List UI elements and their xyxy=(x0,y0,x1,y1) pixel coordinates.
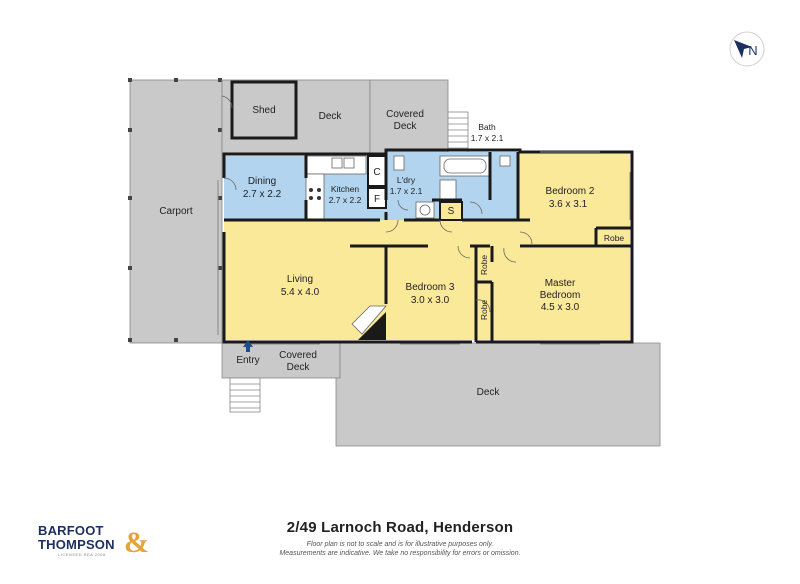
laundry-label: L'dry xyxy=(397,175,416,185)
hall-area xyxy=(386,220,520,248)
cooktop-icon xyxy=(309,188,321,200)
kitchen-bench-side xyxy=(305,173,325,221)
living-area xyxy=(224,220,520,340)
cupboard-c-label: C xyxy=(373,167,380,178)
washer-drum-icon xyxy=(419,204,431,216)
tub-inner xyxy=(443,158,487,174)
bedroom3-label: Bedroom 3 xyxy=(406,282,455,293)
tub-tap xyxy=(393,155,405,171)
kitchen-dimensions: 2.7 x 2.2 xyxy=(329,195,362,205)
covered-deck-top-label-1: Covered xyxy=(386,109,424,120)
deck-top-label: Deck xyxy=(319,111,343,122)
door-swings xyxy=(221,95,533,313)
walls xyxy=(222,148,634,344)
kitchen-bench xyxy=(305,155,367,175)
entry-arrow-icon xyxy=(243,340,253,352)
disclaimer-line-2: Measurements are indicative. We take no … xyxy=(279,550,521,557)
master-label-2: Bedroom xyxy=(540,290,581,301)
property-address: 2/49 Larnoch Road, Henderson xyxy=(286,519,514,536)
dining-area xyxy=(224,156,306,220)
master-dimensions: 4.5 x 3.0 xyxy=(541,302,580,313)
sink-icon xyxy=(331,157,355,169)
kitchen-label: Kitchen xyxy=(331,184,360,194)
brand-tagline: LICENSED REA 2008 xyxy=(58,552,106,557)
brand-logo: BARFOOT THOMPSON & LICENSED REA 2008 xyxy=(38,524,158,564)
brand-line2: THOMPSON xyxy=(38,537,115,552)
carport-posts xyxy=(128,78,222,342)
bedroom2-label: Bedroom 2 xyxy=(546,186,595,197)
storage-s-label: S xyxy=(448,206,455,217)
brand-line1: BARFOOT xyxy=(38,523,104,538)
storage-s-box xyxy=(439,201,463,221)
master-label-1: Master xyxy=(545,278,576,289)
fridge-f-label: F xyxy=(374,194,380,205)
deck-bottom-label: Deck xyxy=(477,387,501,398)
covered-deck-top-area xyxy=(369,79,449,155)
brand-ampersand: & xyxy=(124,526,149,559)
dining-label: Dining xyxy=(248,176,276,187)
robe-master-label: Robe xyxy=(479,300,489,321)
bedroom2-area xyxy=(518,152,630,246)
shed-area xyxy=(232,82,296,138)
shed-walls xyxy=(230,80,298,140)
bath-label: Bath xyxy=(478,122,496,132)
shed-label: Shed xyxy=(252,105,275,116)
windows xyxy=(217,151,631,345)
steps-top xyxy=(447,111,469,155)
covered-deck-top-label-2: Deck xyxy=(394,121,418,132)
bedroom3-dimensions: 3.0 x 3.0 xyxy=(411,295,450,306)
covered-deck-entry-label-2: Deck xyxy=(287,362,311,373)
entry-label: Entry xyxy=(236,355,259,366)
bedroom3-area xyxy=(386,248,476,340)
fireplace-icon xyxy=(358,312,386,340)
deck-bottom-area xyxy=(335,342,661,447)
covered-deck-entry-label-1: Covered xyxy=(279,350,317,361)
bedroom2-dimensions: 3.6 x 3.1 xyxy=(549,199,588,210)
bath-dimensions: 1.7 x 2.1 xyxy=(471,133,504,143)
vanity xyxy=(439,179,457,201)
robe-bedroom3-label: Robe xyxy=(479,255,489,276)
disclaimer: Floor plan is not to scale and is for il… xyxy=(220,540,580,558)
dining-dimensions: 2.7 x 2.2 xyxy=(243,189,282,200)
robe-bedroom2-label: Robe xyxy=(604,233,625,243)
toilet-icon xyxy=(499,155,511,167)
disclaimer-line-1: Floor plan is not to scale and is for il… xyxy=(306,541,494,548)
carport-label: Carport xyxy=(159,206,193,217)
steps-entry xyxy=(229,377,261,413)
laundry-dimensions: 1.7 x 2.1 xyxy=(390,186,423,196)
washer-icon xyxy=(415,201,435,219)
carport-area xyxy=(129,79,223,344)
living-dimensions: 5.4 x 4.0 xyxy=(281,287,320,298)
north-letter: N xyxy=(748,43,757,58)
north-compass-icon: N xyxy=(728,30,766,68)
master-area xyxy=(492,248,630,340)
fireplace-hearth xyxy=(351,305,387,335)
robes-area xyxy=(476,248,492,340)
living-label: Living xyxy=(287,274,313,285)
